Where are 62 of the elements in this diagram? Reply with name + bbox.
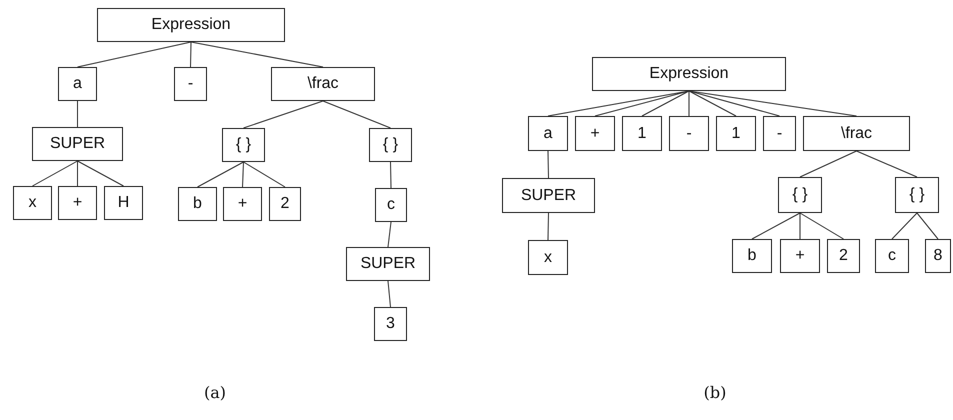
tree-node-box: 1 xyxy=(716,116,756,151)
tree-node-box: Expression xyxy=(97,8,285,42)
connector-line xyxy=(322,100,391,128)
connector-line xyxy=(32,160,78,186)
tree-node-box: + xyxy=(780,239,820,273)
connector-line xyxy=(388,222,392,248)
connector-line xyxy=(243,162,286,188)
connector-line xyxy=(77,160,78,186)
tree-node-box: \frac xyxy=(271,67,375,101)
tree-node-box: SUPER xyxy=(346,247,430,281)
tree-node-box: { } xyxy=(222,128,265,162)
tree-node-box: { } xyxy=(778,177,822,213)
subfigure-caption: (a) xyxy=(204,383,226,402)
tree-node-box: 2 xyxy=(827,239,860,273)
subfigure-caption: (b) xyxy=(704,383,726,402)
connector-line xyxy=(77,160,124,186)
connector-line xyxy=(390,162,392,188)
connector-line xyxy=(548,150,549,178)
tree-node-box: H xyxy=(104,186,143,220)
tree-node-box: c xyxy=(375,188,407,222)
connector-line xyxy=(856,150,918,178)
connector-line xyxy=(752,212,800,240)
connector-line xyxy=(688,90,780,116)
tree-node-box: { } xyxy=(369,128,412,162)
connector-line xyxy=(77,42,192,68)
tree-node-box: SUPER xyxy=(502,178,595,213)
connector-line xyxy=(916,212,938,240)
tree-node-box: - xyxy=(174,67,207,101)
tree-node-box: + xyxy=(223,187,262,221)
connector-line xyxy=(388,280,391,308)
tree-node-box: a xyxy=(58,67,97,101)
tree-node-box: 1 xyxy=(622,116,662,151)
tree-node-box: Expression xyxy=(592,57,786,91)
tree-node-box: - xyxy=(763,116,796,151)
connector-line xyxy=(242,162,244,188)
connector-line xyxy=(688,90,736,116)
connector-line xyxy=(892,212,918,240)
connector-line xyxy=(190,42,324,68)
connector-line xyxy=(197,162,244,188)
connector-line xyxy=(800,150,857,178)
tree-node-box: { } xyxy=(895,177,939,213)
tree-node-box: c xyxy=(875,239,909,273)
tree-node-box: b xyxy=(732,239,772,273)
connector-line xyxy=(548,212,549,240)
tree-node-box: 8 xyxy=(925,239,951,273)
tree-node-box: + xyxy=(58,186,97,220)
tree-node-box: SUPER xyxy=(32,127,123,161)
tree-node-box: \frac xyxy=(803,116,910,151)
tree-node-box: x xyxy=(13,186,52,220)
connector-line xyxy=(77,100,78,128)
connector-line xyxy=(642,90,690,116)
tree-node-box: - xyxy=(669,116,709,151)
tree-node-box: b xyxy=(178,187,217,221)
tree-node-box: 3 xyxy=(374,307,407,341)
tree-node-box: 2 xyxy=(269,187,301,221)
connector-line xyxy=(243,100,324,128)
connector-line xyxy=(190,42,192,68)
connector-line xyxy=(688,90,690,116)
tree-node-box: + xyxy=(575,116,615,151)
connector-line xyxy=(800,212,844,240)
tree-node-box: a xyxy=(528,116,568,151)
tree-node-box: x xyxy=(528,240,568,275)
